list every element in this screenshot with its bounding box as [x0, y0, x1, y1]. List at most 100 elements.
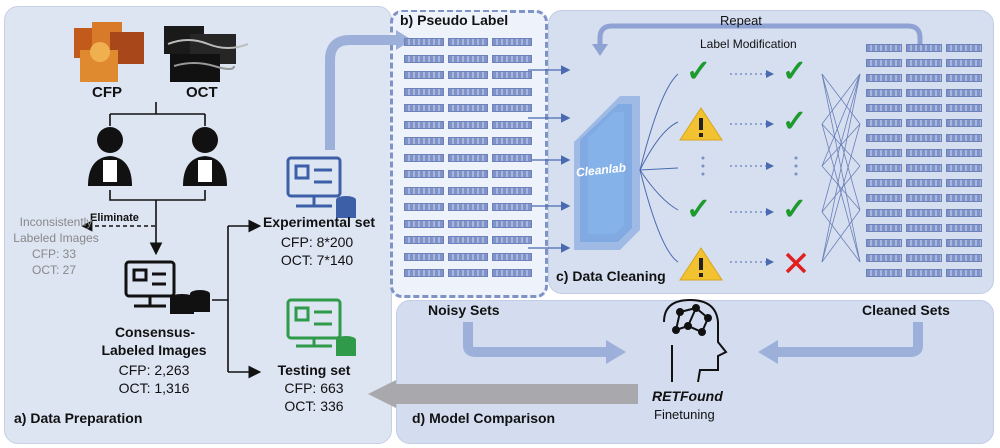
pseudo-label-strip [448, 170, 488, 178]
pseudo-label-strip [492, 38, 532, 46]
inconsistent-line2: Labeled Images [13, 231, 99, 245]
consensus-oct-count: OCT: 1,316 [118, 380, 190, 396]
cleaned-label-strip [946, 209, 982, 217]
pseudo-label-strip [404, 269, 444, 277]
pseudo-label-strip [404, 236, 444, 244]
pseudo-label-strip [404, 54, 444, 63]
cleaned-label-strip [946, 269, 982, 277]
finetuning-label: Finetuning [654, 407, 715, 422]
eliminated-cfp-count: CFP: 33 [31, 247, 76, 261]
pseudo-label-strip [492, 203, 532, 211]
cleaned-sets-label: Cleaned Sets [862, 302, 950, 318]
cross-icon [785, 252, 807, 274]
pseudo-label-strip [404, 104, 444, 112]
pseudo-label-strip [492, 120, 532, 129]
cleaned-label-strip [946, 89, 982, 97]
warning-icon [679, 247, 723, 281]
cleaned-label-strip [906, 149, 942, 157]
consensus-cfp-count: CFP: 2,263 [118, 362, 190, 378]
pseudo-label-strip [448, 38, 488, 46]
cleaned-label-strip [906, 74, 942, 82]
pseudo-label-strip [404, 137, 444, 145]
cleaned-label-strip [906, 119, 942, 127]
pseudo-label-strip [448, 71, 488, 79]
database-icon [170, 290, 210, 314]
cleaned-label-strip [946, 134, 982, 142]
pseudo-label-strip [448, 104, 488, 112]
pseudo-label-strip [448, 87, 488, 96]
model-name: RETFound [652, 388, 723, 404]
testing-computer-icon [286, 298, 342, 348]
check-icon: ✓ [782, 55, 808, 88]
cleaned-label-strip [906, 239, 942, 247]
cleaned-label-strip [906, 224, 942, 232]
pseudo-label-strip [492, 252, 532, 261]
pseudo-label-strip [492, 54, 532, 63]
panel-d-label: d) Model Comparison [412, 410, 556, 426]
cleaned-label-strip [946, 44, 982, 52]
cleaned-label-strip [906, 179, 942, 187]
cleaned-label-strip [946, 74, 982, 82]
check-icon: ✓ [782, 193, 808, 226]
consensus-title-line2: Labeled Images [101, 342, 207, 358]
cleaned-label-strip [906, 134, 942, 142]
warning-icon [679, 107, 723, 141]
eliminated-oct-count: OCT: 27 [31, 263, 76, 277]
pseudo-label-strip [492, 186, 532, 195]
consensus-title-line1: Consensus- [114, 324, 196, 340]
cleaned-label-strip [946, 119, 982, 127]
cfp-image-icon [74, 22, 144, 82]
pseudo-label-strip [404, 219, 444, 228]
pseudo-label-strip [404, 186, 444, 195]
experimental-computer-icon [286, 156, 342, 208]
repeat-loop-arrow [597, 23, 923, 50]
pseudo-label-strip [448, 120, 488, 129]
consensus-computer-icon [124, 260, 176, 308]
panel-a-label: a) Data Preparation [14, 410, 143, 426]
experimental-database-icon [336, 196, 356, 218]
cleaned-label-strip [866, 119, 902, 127]
eliminate-label: Eliminate [90, 212, 139, 224]
testing-set-title: Testing set [277, 362, 351, 378]
ai-head-icon [663, 298, 728, 383]
testing-oct: OCT: 336 [284, 398, 344, 414]
check-icon: ✓ [686, 193, 712, 226]
cleaned-label-strip [906, 89, 942, 97]
label-modification-label: Label Modification [700, 37, 797, 51]
cleaned-label-strip [866, 209, 902, 217]
pseudo-label-strip [492, 71, 532, 79]
pseudo-label-strip [404, 203, 444, 211]
pseudo-label-strip [448, 236, 488, 244]
cleaned-label-strip [866, 239, 902, 247]
cleaned-label-strip [906, 164, 942, 172]
pseudo-label-strip [404, 38, 444, 46]
pseudo-label-strip [404, 71, 444, 79]
arrow-to-pseudo-label [325, 35, 398, 150]
cleaned-label-strip [866, 74, 902, 82]
cleaned-label-strip [866, 254, 902, 262]
panel-model-comparison [396, 300, 994, 444]
testing-database-icon [336, 336, 356, 356]
cleaned-label-strip [866, 134, 902, 142]
pseudo-label-strip [492, 236, 532, 244]
cleaned-label-strip [946, 239, 982, 247]
cleaned-label-strip [906, 194, 942, 202]
check-icon: ✓ [782, 105, 808, 138]
pseudo-label-strip [492, 170, 532, 178]
pseudo-label-strip [404, 153, 444, 162]
cleaned-label-strip [866, 89, 902, 97]
cleaned-label-strip [946, 224, 982, 232]
cleanlab-block-icon [574, 96, 640, 250]
panel-c-label: c) Data Cleaning [556, 268, 666, 284]
cleaned-label-strip [906, 209, 942, 217]
noisy-arrow [463, 322, 608, 357]
cleaned-label-strip [866, 59, 902, 67]
cfp-label: CFP [92, 84, 122, 101]
pseudo-label-strip [492, 137, 532, 145]
inconsistent-line1: Inconsistently [19, 215, 93, 229]
cleaned-label-strip [866, 149, 902, 157]
cleaned-arrow [776, 322, 923, 357]
oct-image-icon [164, 26, 249, 82]
pseudo-label-strip [448, 186, 488, 195]
